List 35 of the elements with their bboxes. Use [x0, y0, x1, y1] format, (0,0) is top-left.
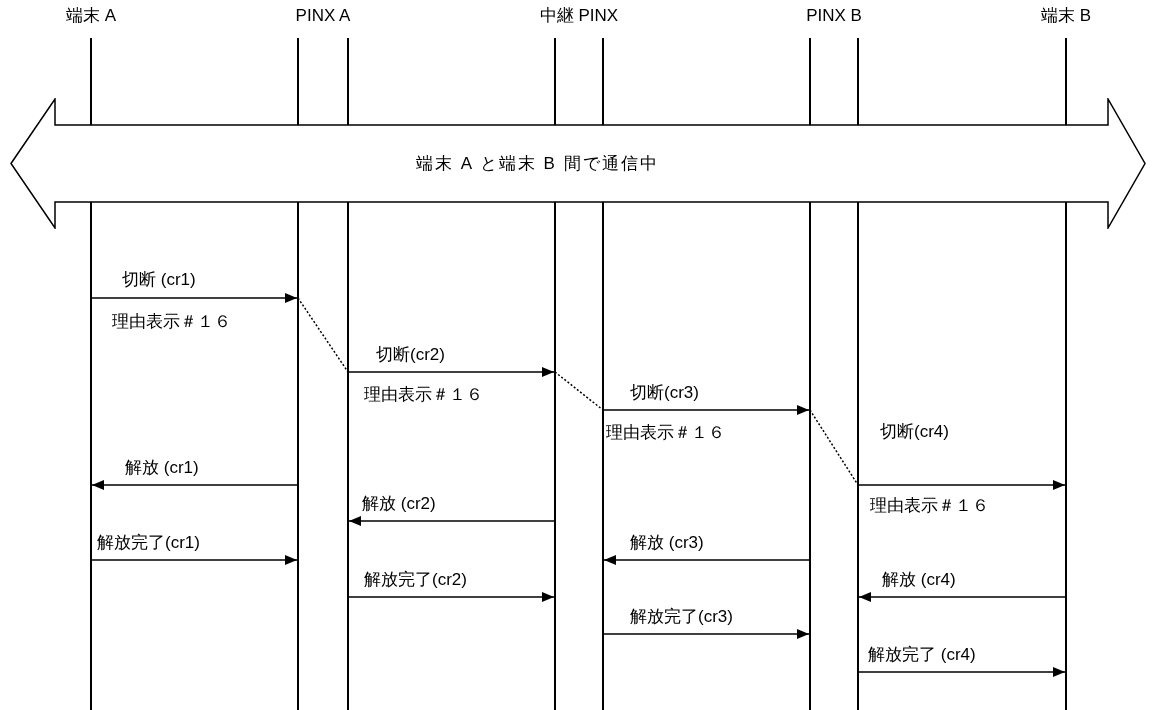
edge-label: 切断(cr3): [630, 383, 699, 403]
lifeline-label: 中継 PINX: [539, 6, 619, 26]
edge-label: 解放完了 (cr4): [868, 645, 976, 665]
reason-label: 理由表示＃１６: [870, 496, 989, 516]
arrow: [603, 555, 810, 565]
arrow-label: 端末 A と端末 B 間で通信中: [416, 153, 659, 174]
edge-label: 切断(cr4): [880, 422, 949, 442]
reason-label: 理由表示＃１６: [606, 423, 725, 443]
arrow: [603, 405, 810, 415]
arrow: [91, 480, 298, 490]
lifeline-label: 端末 B: [1040, 6, 1092, 26]
arrow: [348, 592, 555, 602]
arrow: [91, 293, 298, 303]
arrow: [91, 555, 298, 565]
reason-label: 理由表示＃１６: [364, 385, 483, 405]
edge-label: 解放 (cr1): [125, 458, 199, 478]
edge-label: 解放完了(cr1): [97, 533, 200, 553]
edge-label: 解放 (cr2): [362, 494, 436, 514]
arrow: [603, 629, 810, 639]
lifeline-label: PINX B: [806, 6, 862, 26]
edge-label: 解放 (cr4): [882, 570, 956, 590]
lifeline-label: 端末 A: [65, 6, 117, 26]
arrow: [858, 480, 1066, 490]
edge-label: 切断 (cr1): [122, 270, 196, 290]
double-arrow: [10, 98, 1146, 229]
edge-label: 解放完了(cr3): [630, 607, 733, 627]
arrow: [348, 367, 555, 377]
lifeline-label: PINX A: [295, 6, 351, 26]
edge-label: 解放完了(cr2): [364, 570, 467, 590]
arrow: [858, 667, 1066, 677]
edge-label: 切断(cr2): [376, 345, 445, 365]
reason-label: 理由表示＃１６: [112, 312, 231, 332]
arrow: [858, 592, 1066, 602]
arrow: [348, 516, 555, 526]
edge-label: 解放 (cr3): [630, 533, 704, 553]
